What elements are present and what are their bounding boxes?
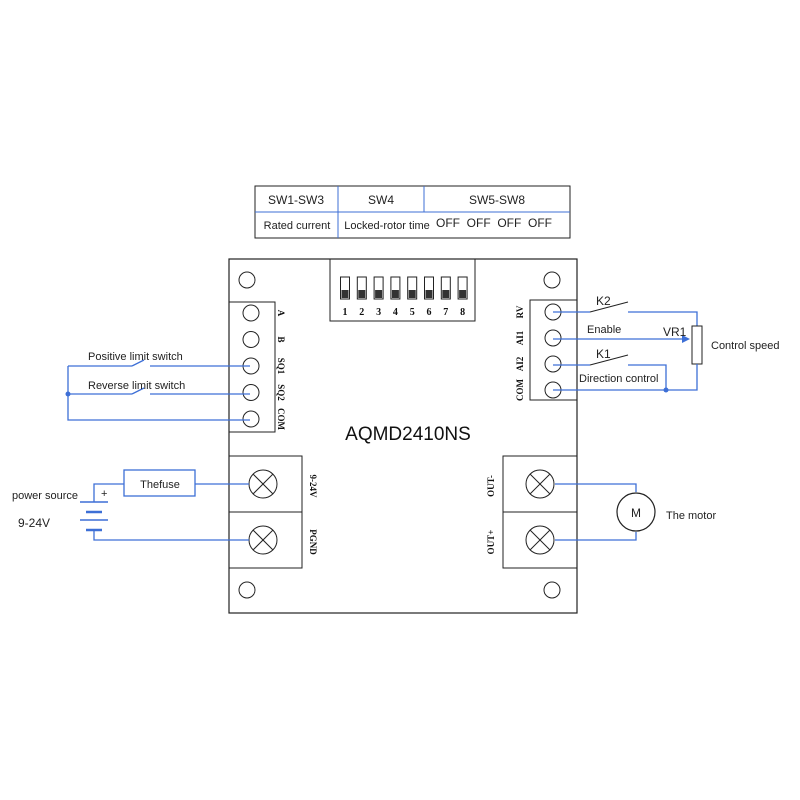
table-header-sw4: SW4 [368,193,394,207]
dip-switch-number: 5 [410,307,415,318]
dip-switch-2: 2 [356,276,367,318]
control-speed-label: Control speed [711,340,780,352]
vr1-label: VR1 [663,325,687,339]
dip-switch-5: 5 [407,276,418,318]
battery-plus-sign: + [101,488,107,500]
table-header-sw5-sw8: SW5-SW8 [469,193,525,207]
dip-setting-table: SW1-SW3 SW4 SW5-SW8 Rated current Locked… [254,185,571,239]
ground-screw-terminal [248,525,278,555]
left-terminal-label: A [276,310,286,317]
power-source-wiring: + Thefuse power source 9-24V [12,469,249,541]
enable-label: Enable [587,324,621,336]
dip-switch-3: 3 [373,276,384,318]
motor-terminal-block: OUT- OUT+ [486,455,578,569]
left-terminal-label: COM [276,408,286,431]
right-terminal-label: COM [515,379,525,402]
dip-switch-number: 7 [443,307,448,318]
terminal-label-out-plus: OUT+ [486,530,496,555]
dip-switch-number: 4 [393,307,398,318]
left-terminal-com: COM [242,408,286,431]
terminal-label-out-minus: OUT- [486,475,496,497]
dip-switch-number: 6 [427,307,432,318]
power-source-label: power source [12,490,78,502]
motor-wiring: M The motor [555,483,716,541]
motor-symbol [616,492,656,532]
power-terminal-block: 9-24V PGND [228,455,318,569]
motor-symbol-letter: M [631,506,641,520]
dip-switch-number: 8 [460,307,465,318]
table-cell-sw5-sw8-state: OFF OFF OFF OFF [436,216,552,230]
k2-label: K2 [596,294,611,308]
terminal-label-9-24v: 9-24V [308,475,318,498]
direction-control-label: Direction control [579,373,658,385]
left-terminal-label: SQ2 [276,384,286,401]
dip-switch-4: 4 [390,276,401,318]
left-terminal-b: B [242,331,286,348]
dip-switch-6: 6 [424,276,434,318]
board-title: AQMD2410NS [345,424,471,445]
left-terminal-label: B [276,336,286,342]
table-header-sw1-sw3: SW1-SW3 [268,193,324,207]
mounting-hole-bottom-right [543,581,561,599]
fuse-symbol [123,469,196,497]
dip-switch-number: 3 [376,307,381,318]
right-terminal-label: AI1 [515,330,525,345]
dip-switch-number: 1 [343,307,348,318]
k1-label: K1 [596,347,611,361]
out-plus-screw-terminal [525,525,555,555]
motor-label: The motor [666,510,716,522]
right-terminal-ai2: AI2 [515,355,562,373]
left-terminal-label: SQ1 [276,358,286,375]
positive-limit-switch-label: Positive limit switch [88,351,183,363]
dip-switch-number: 2 [359,307,364,318]
right-terminal-label: RV [515,305,525,318]
power-screw-terminal [248,469,278,499]
left-terminal-sq2: SQ2 [242,384,286,401]
control-wiring: K2 Enable VR1 Control speed K1 Direction… [553,294,780,393]
dip-switch-7: 7 [440,276,451,318]
left-terminal-a: A [242,304,286,322]
terminal-label-pgnd: PGND [308,529,318,555]
right-terminal-label: AI2 [515,356,525,371]
right-terminal-ai1: AI1 [515,329,562,347]
reverse-limit-switch-label: Reverse limit switch [88,380,185,392]
mounting-hole-top-right [543,271,561,289]
table-cell-rated-current: Rated current [264,220,331,232]
vr1-potentiometer [691,325,703,365]
fuse-label: Thefuse [140,479,180,491]
power-voltage-label: 9-24V [18,516,50,530]
dip-switch-8: 8 [457,276,468,318]
mounting-hole-top-left [238,271,256,289]
dip-switch-1: 1 [340,276,350,318]
table-cell-locked-rotor-time: Locked-rotor time [344,220,430,232]
limit-switch-wiring: Positive limit switch Reverse limit swit… [65,351,250,421]
out-minus-screw-terminal [525,469,555,499]
mounting-hole-bottom-left [238,581,256,599]
